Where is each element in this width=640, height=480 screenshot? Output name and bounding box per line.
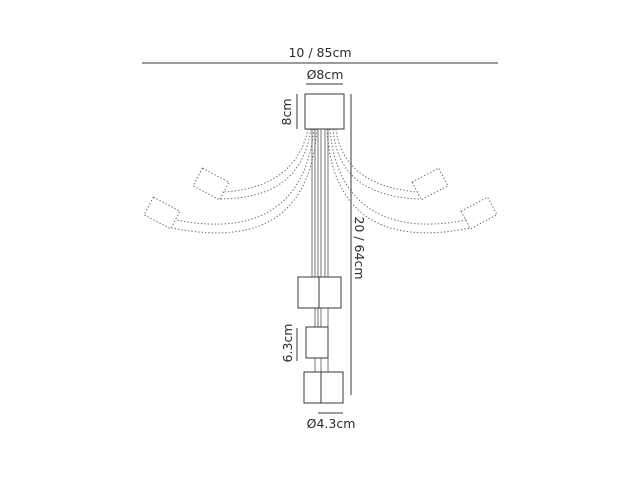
width-dimension: 10 / 85cm	[142, 45, 498, 64]
canopy-diameter-label: Ø8cm	[307, 67, 344, 82]
shade	[318, 276, 342, 309]
canopy-diameter-dimension: Ø8cm	[306, 67, 344, 85]
dotted-cables-right	[326, 128, 471, 234]
shade-diameter-dimension: Ø4.3cm	[307, 412, 356, 431]
swung-shade-left-upper	[192, 167, 230, 201]
shade-height-label: 6.3cm	[280, 324, 295, 363]
pendant-shades	[297, 276, 344, 404]
swung-shade-right-lower	[460, 196, 498, 230]
swung-shade-right-upper	[411, 167, 449, 201]
dotted-cables-left	[171, 128, 318, 234]
width-label: 10 / 85cm	[288, 45, 351, 60]
canopy-height-label: 8cm	[279, 98, 294, 125]
drop-dimension: 20 / 64cm	[350, 94, 367, 395]
canopy	[304, 93, 345, 130]
canopy-height-dimension: 8cm	[279, 94, 298, 129]
shade	[305, 326, 329, 359]
swung-shade-left-lower	[143, 196, 181, 230]
shade-height-dimension: 6.3cm	[280, 324, 298, 363]
shade	[297, 276, 320, 309]
drop-label: 20 / 64cm	[352, 216, 367, 279]
shade	[320, 371, 344, 404]
shade-diameter-label: Ø4.3cm	[307, 416, 356, 431]
dotted-shades	[143, 167, 498, 230]
